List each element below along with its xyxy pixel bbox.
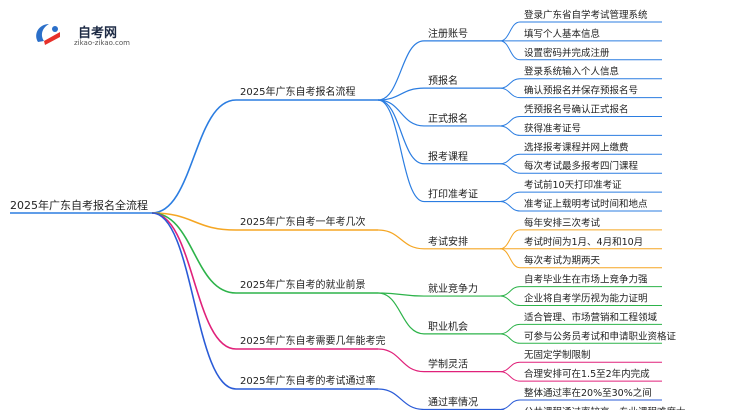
leaf-label: 准考证上载明考试时间和地点 bbox=[524, 198, 648, 210]
branch-connector bbox=[151, 212, 237, 294]
group-connector bbox=[377, 99, 425, 203]
leaf-label: 公共课程通过率较高，专业课程难度大 bbox=[524, 406, 686, 410]
leaf-connector bbox=[499, 78, 521, 89]
group-connector bbox=[377, 99, 425, 127]
branch-connector bbox=[151, 99, 237, 214]
group-label: 就业竞争力 bbox=[428, 282, 478, 295]
group-label: 打印准考证 bbox=[428, 188, 478, 201]
leaf-connector bbox=[499, 248, 521, 269]
leaf-label: 无固定学制限制 bbox=[524, 349, 591, 361]
leaf-connector bbox=[499, 125, 521, 136]
branch-connector bbox=[151, 212, 237, 231]
leaf-label: 整体通过率在20%至30%之间 bbox=[524, 387, 652, 399]
leaf-label: 填写个人基本信息 bbox=[524, 28, 600, 40]
leaf-connector bbox=[499, 153, 521, 165]
branch-label: 2025年广东自考一年考几次 bbox=[240, 215, 365, 228]
group-connector bbox=[377, 87, 425, 101]
branch-label: 2025年广东自考报名流程 bbox=[240, 85, 355, 98]
leaf-label: 自考毕业生在市场上竞争力强 bbox=[524, 274, 648, 286]
group-label: 报考课程 bbox=[428, 150, 468, 163]
leaf-label: 每次考试最多报考四门课程 bbox=[524, 160, 639, 172]
group-label: 学制灵活 bbox=[428, 358, 468, 371]
leaf-label: 登录广东省自学考试管理系统 bbox=[524, 9, 648, 21]
leaf-connector bbox=[499, 333, 521, 344]
leaf-label: 适合管理、市场营销和工程领域 bbox=[524, 311, 658, 323]
group-connector bbox=[377, 292, 425, 335]
group-connector bbox=[377, 388, 425, 410]
leaf-label: 考试时间为1月、4月和10月 bbox=[524, 236, 643, 248]
leaf-connector bbox=[499, 87, 521, 99]
leaf-label: 确认预报名并保存预报名号 bbox=[524, 85, 638, 97]
group-connector bbox=[377, 229, 425, 250]
group-connector bbox=[377, 99, 425, 165]
leaf-connector bbox=[499, 116, 521, 127]
logo-subtitle: zikao-zikao.com bbox=[74, 39, 130, 47]
group-connector bbox=[377, 292, 425, 297]
leaf-label: 设置密码并完成注册 bbox=[524, 47, 610, 59]
leaf-connector bbox=[499, 163, 521, 174]
leaf-label: 获得准考证号 bbox=[524, 122, 581, 134]
leaf-connector bbox=[499, 399, 521, 410]
group-label: 考试安排 bbox=[428, 235, 468, 248]
leaf-label: 选择报考课程并网上缴费 bbox=[524, 141, 629, 153]
leaf-connector bbox=[499, 371, 521, 382]
leaf-label: 每年安排三次考试 bbox=[524, 217, 601, 229]
branch-connector bbox=[151, 212, 237, 350]
site-logo[interactable]: 自考网 zikao-zikao.com bbox=[30, 20, 140, 50]
leaf-connector bbox=[499, 201, 521, 212]
leaf-label: 可参与公务员考试和申请职业资格证 bbox=[524, 330, 677, 342]
leaf-connector bbox=[499, 295, 521, 306]
leaf-connector bbox=[499, 191, 521, 203]
leaf-connector bbox=[499, 21, 521, 42]
leaf-label: 凭预报名号确认正式报名 bbox=[524, 104, 629, 116]
branch-label: 2025年广东自考的就业前景 bbox=[240, 278, 365, 291]
root-node-label: 2025年广东自考报名全流程 bbox=[10, 198, 148, 212]
group-label: 职业机会 bbox=[428, 320, 468, 333]
branch-connector bbox=[151, 212, 237, 390]
leaf-label: 合理安排可在1.5至2年内完成 bbox=[524, 368, 650, 380]
branch-label: 2025年广东自考的考试通过率 bbox=[240, 374, 375, 387]
leaf-label: 企业将自考学历视为能力证明 bbox=[524, 293, 648, 305]
branch-label: 2025年广东自考需要几年能考完 bbox=[240, 334, 385, 347]
group-label: 正式报名 bbox=[428, 112, 468, 125]
leaf-connector bbox=[499, 323, 521, 335]
leaf-label: 登录系统输入个人信息 bbox=[524, 66, 619, 78]
group-connector bbox=[377, 40, 425, 101]
leaf-connector bbox=[499, 286, 521, 297]
leaf-label: 每次考试为期两天 bbox=[524, 255, 601, 267]
group-label: 注册账号 bbox=[428, 27, 468, 40]
leaf-connector bbox=[499, 229, 521, 250]
group-label: 通过率情况 bbox=[428, 395, 478, 408]
logo-title: 自考网 bbox=[78, 26, 118, 41]
logo-emblem-icon bbox=[36, 24, 60, 45]
group-label: 预报名 bbox=[428, 74, 458, 87]
group-connector bbox=[377, 348, 425, 373]
leaf-label: 考试前10天打印准考证 bbox=[524, 179, 622, 191]
leaf-connector bbox=[499, 40, 521, 61]
leaf-connector bbox=[499, 361, 521, 373]
